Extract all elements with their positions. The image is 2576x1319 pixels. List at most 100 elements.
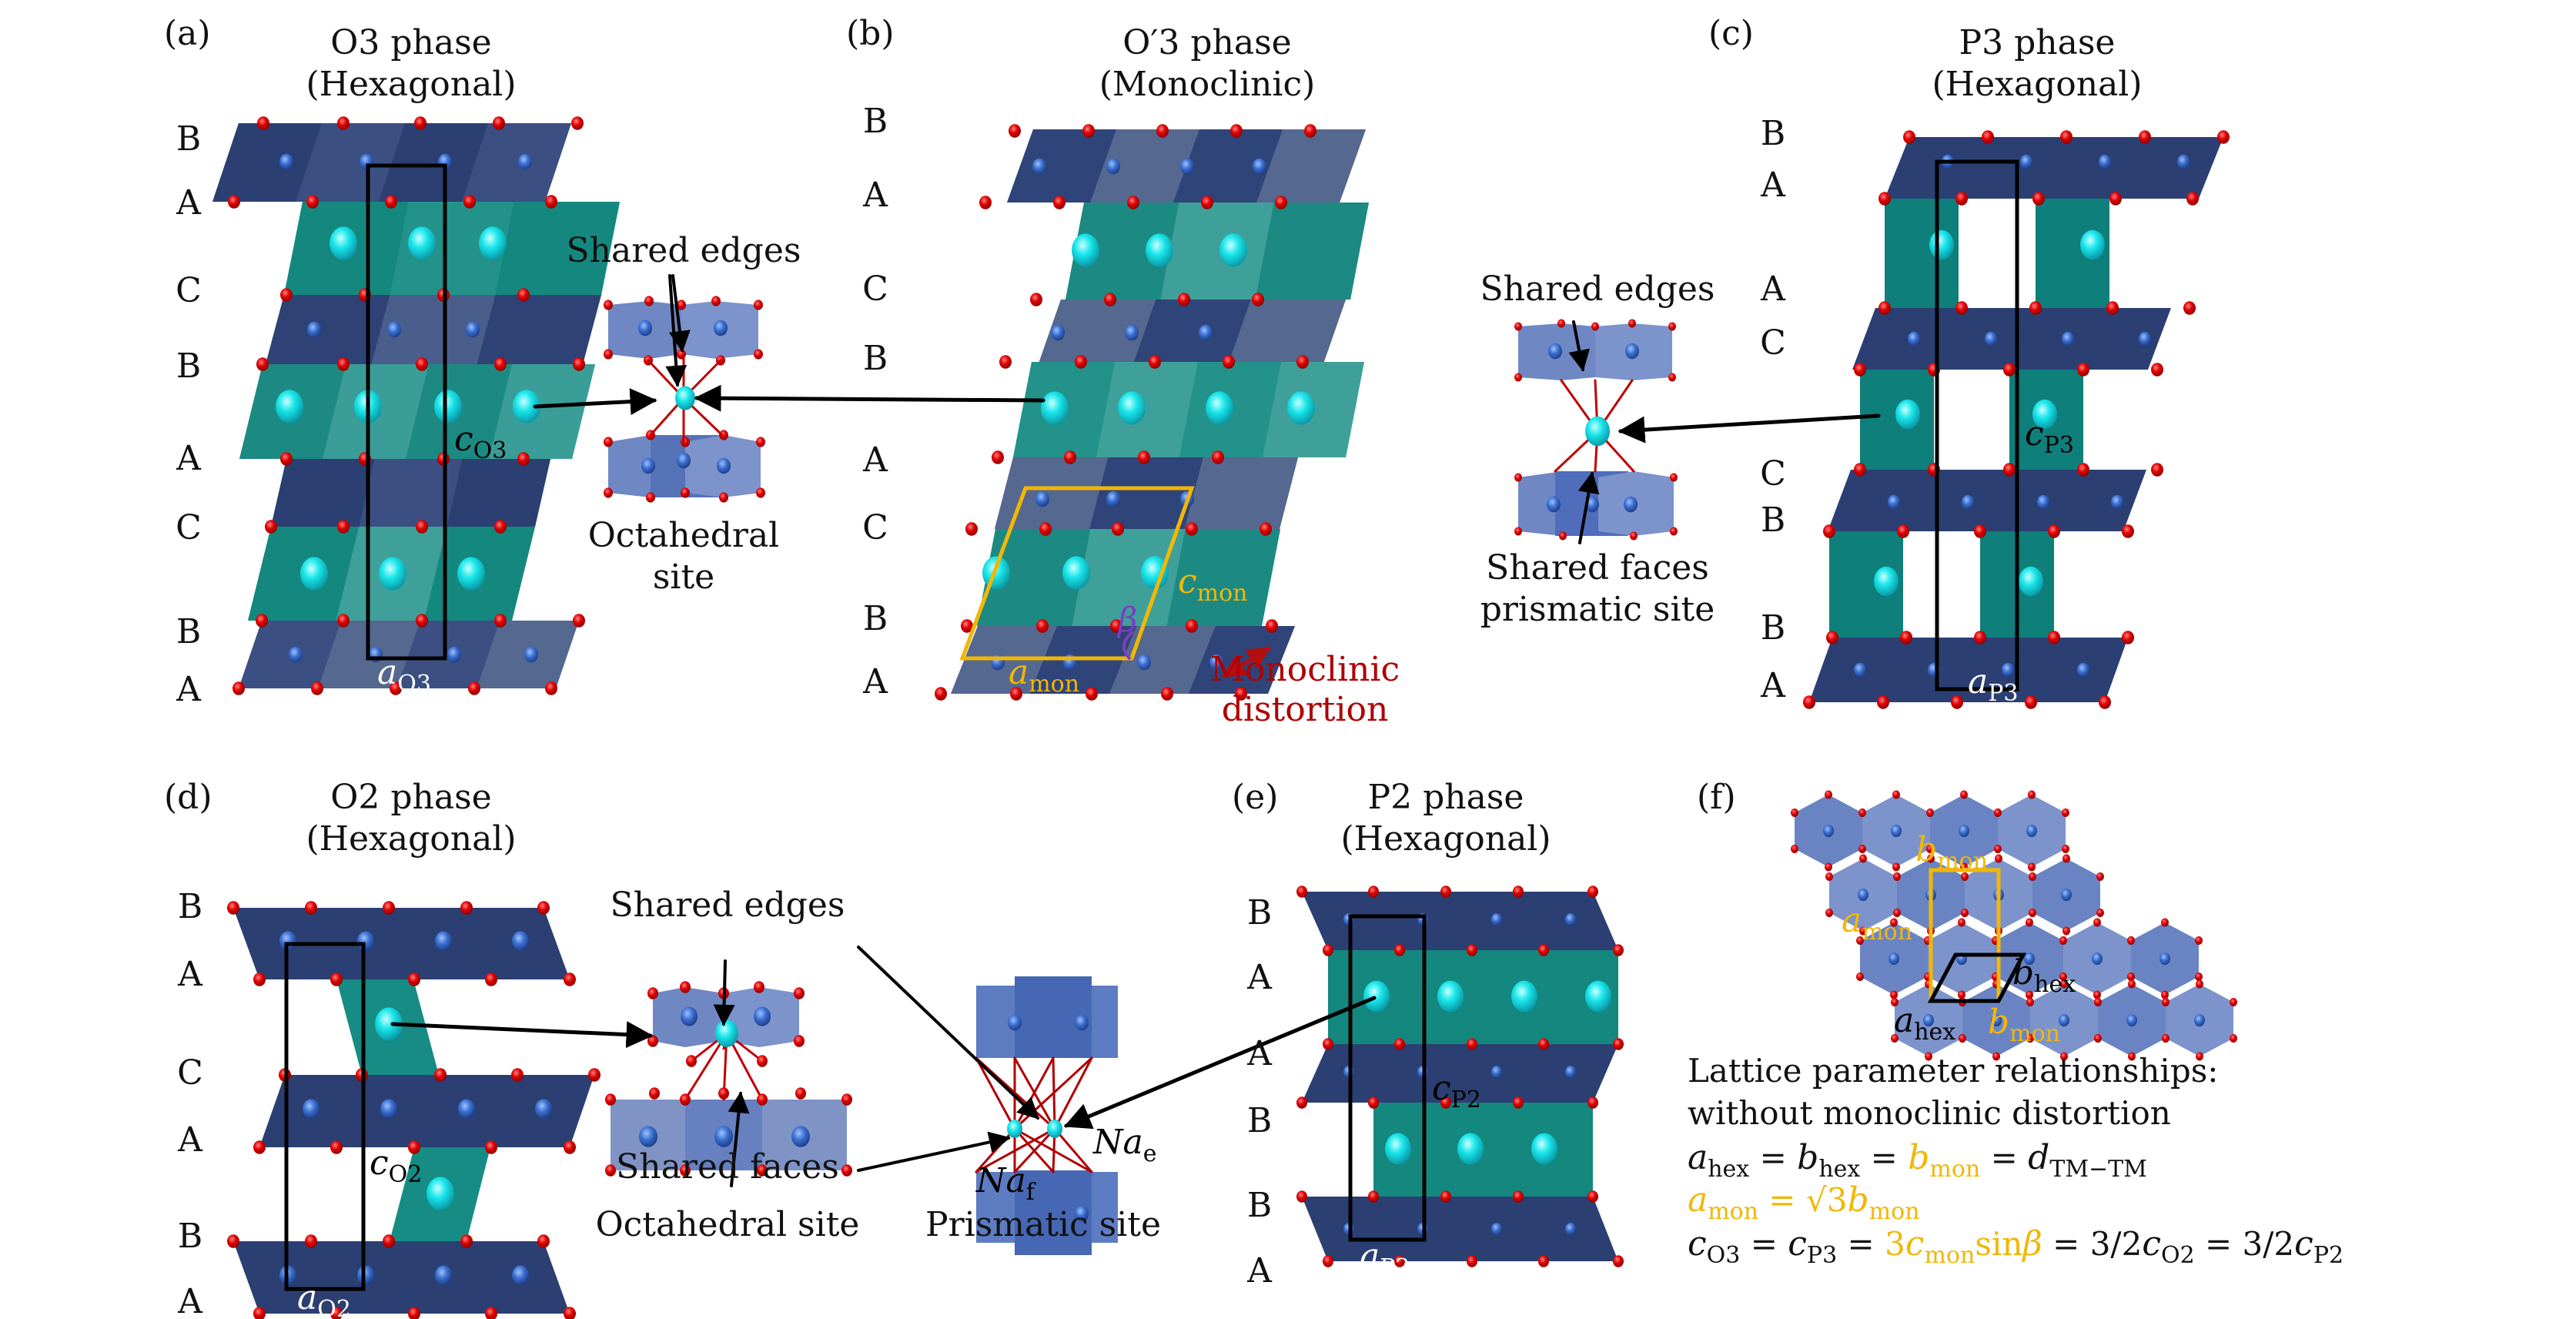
octahedron-face — [1227, 300, 1346, 366]
oxygen-atom — [511, 1068, 524, 1082]
distortion-label-line1: Monoclinic — [1210, 650, 1400, 689]
na-atom — [1385, 1133, 1411, 1165]
tm-atom — [2059, 1013, 2069, 1027]
oxygen-atom — [2096, 872, 2104, 881]
tm-atom — [1075, 1205, 1089, 1222]
oxygen-atom — [999, 355, 1012, 369]
oxygen-atom — [2032, 192, 2045, 206]
tm-atom — [1491, 1065, 1502, 1079]
oxygen-atom — [1591, 322, 1599, 331]
oxygen-atom — [1854, 463, 1866, 477]
oxygen-atom — [719, 492, 728, 503]
oxygen-atom — [1275, 196, 1287, 209]
tm-atom — [1891, 824, 1902, 838]
oxygen-atom — [965, 522, 978, 536]
oxygen-atom — [1859, 854, 1867, 863]
tm-atom — [1565, 912, 1576, 926]
oxygen-atom — [756, 437, 765, 447]
tm-layer — [1885, 137, 2223, 199]
unit-cell-o3 — [366, 163, 447, 661]
na-atom — [1929, 229, 1954, 260]
oxygen-atom — [460, 901, 473, 915]
na-atom — [982, 556, 1010, 590]
oxygen-atom — [1890, 990, 1898, 999]
relations-title-line2: without monoclinic distortion — [1688, 1094, 2171, 1132]
oxygen-atom — [485, 1140, 497, 1154]
callout-c-shared-faces: Shared faces — [1486, 548, 1709, 588]
oxygen-atom — [1926, 845, 1934, 853]
oxygen-atom — [2128, 979, 2136, 989]
structure-p2 — [1296, 885, 1624, 1267]
oxygen-atom — [1927, 854, 1935, 863]
oxygen-atom — [330, 1140, 343, 1154]
na-atom — [1206, 391, 1233, 425]
tm-atom — [2177, 154, 2190, 169]
oxygen-atom — [1538, 1038, 1549, 1050]
tm-atom — [791, 1126, 810, 1147]
oxygen-atom — [253, 1140, 266, 1154]
oxygen-atom — [2128, 1052, 2136, 1061]
callout-c-shared-edges: Shared edges — [1480, 269, 1715, 309]
tm-atom — [2139, 331, 2151, 346]
callout-d-shared-edges: Shared edges — [611, 885, 845, 925]
stacking-label-b: A — [862, 176, 888, 215]
oxygen-atom — [1010, 687, 1022, 701]
tm-layer — [259, 1075, 594, 1147]
oxygen-atom — [494, 614, 507, 628]
oxygen-atom — [1212, 450, 1224, 464]
na-atom — [330, 226, 357, 260]
oxygen-atom — [1823, 524, 1835, 538]
oxygen-atom — [1186, 522, 1198, 536]
na-atom — [1585, 416, 1610, 447]
oxygen-atom — [1955, 301, 1968, 315]
stacking-label-a: B — [176, 346, 201, 386]
arrow-shared-faces-d — [728, 1091, 750, 1187]
tm-atom — [2061, 888, 2072, 902]
na-atom — [1874, 566, 1899, 597]
structure-o2 — [227, 901, 601, 1319]
oxygen-atom — [1514, 527, 1522, 536]
octahedron-face — [1089, 457, 1203, 529]
oxygen-atom — [1897, 524, 1909, 538]
tm-atom — [1985, 331, 1997, 346]
octahedron-face — [1096, 362, 1198, 457]
oxygen-atom — [1925, 1052, 1932, 1061]
oxygen-atom — [2028, 790, 2036, 799]
prism-bottom — [1015, 1170, 1092, 1255]
tm-atom — [289, 646, 303, 663]
oxygen-atom — [1064, 450, 1076, 464]
na-atom — [1531, 1133, 1557, 1165]
oxygen-atom — [1587, 885, 1598, 898]
bond — [975, 1056, 1016, 1130]
oxygen-atom — [2026, 1034, 2034, 1043]
tm-atom — [639, 1126, 657, 1147]
oxygen-atom — [1994, 808, 2002, 817]
label-c-p3: cP3 — [2025, 414, 2074, 459]
oxygen-atom — [1323, 1038, 1333, 1050]
oxygen-atom — [1538, 944, 1549, 956]
oxygen-atom — [961, 619, 973, 633]
na-atom — [1041, 391, 1069, 425]
stacking-label-d: A — [177, 955, 203, 994]
oxygen-atom — [2026, 918, 2033, 927]
tm-atom — [518, 153, 532, 170]
oxygen-atom — [1368, 1190, 1379, 1203]
oxygen-atom — [545, 681, 557, 695]
oxygen-atom — [265, 520, 277, 534]
octahedron-face — [1038, 300, 1156, 366]
oxygen-atom — [1186, 619, 1198, 633]
oxygen-atom — [2122, 524, 2134, 538]
tm-atom — [1858, 888, 1868, 902]
oxygen-atom — [2026, 998, 2034, 1006]
panel-title-b: O′3 phase — [1122, 23, 1291, 62]
overlays-layer: cO3aO3BACBACBAcmonamonβBACBACBAcP3aP3BAA… — [176, 102, 2076, 1319]
oxygen-atom — [2077, 363, 2089, 377]
octahedron-face — [1256, 129, 1366, 203]
prism-top — [1015, 976, 1092, 1058]
oxygen-atom — [1138, 450, 1150, 464]
stacking-label-d: B — [178, 887, 202, 926]
oxygen-atom — [408, 973, 420, 986]
oxygen-atom — [795, 1087, 806, 1100]
panel-title-e: P2 phase — [1368, 778, 1524, 817]
oxygen-atom — [1296, 1190, 1307, 1203]
